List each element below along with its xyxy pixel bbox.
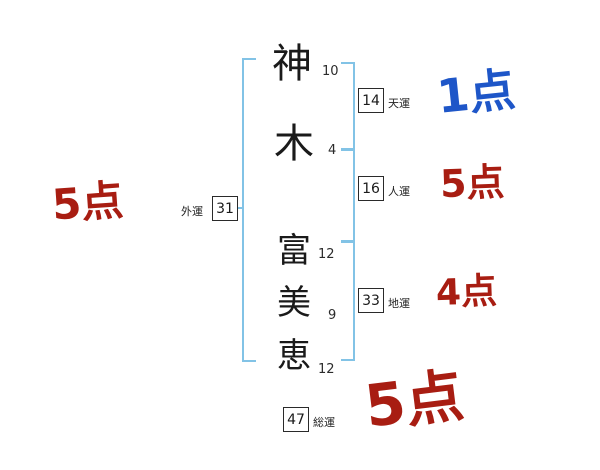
total-luck-value: 47 <box>283 407 309 432</box>
heaven-luck-score: 1点 <box>434 62 518 124</box>
stroke-count-1: 10 <box>322 64 339 79</box>
person-luck-score: 5点 <box>439 159 506 207</box>
heaven-luck-bracket <box>341 62 355 150</box>
total-luck-score: 5点 <box>361 361 468 441</box>
earth-luck-bracket <box>341 241 355 361</box>
outer-luck-bracket <box>242 58 256 362</box>
name-char-4: 美 <box>277 283 311 323</box>
earth-luck-score: 4点 <box>435 270 498 315</box>
total-luck-label: 総運 <box>313 416 335 429</box>
person-luck-bracket <box>341 149 355 242</box>
outer-luck-tick <box>236 207 242 209</box>
heaven-luck-value: 14 <box>358 88 384 113</box>
stroke-count-4: 9 <box>328 308 337 323</box>
outer-luck-label: 外運 <box>181 205 203 218</box>
person-luck-value: 16 <box>358 176 384 201</box>
stroke-count-3: 12 <box>318 247 335 262</box>
name-char-1: 神 <box>272 41 312 87</box>
outer-luck-value: 31 <box>212 196 238 221</box>
stroke-count-2: 4 <box>328 143 337 158</box>
person-luck-label: 人運 <box>388 185 410 198</box>
stroke-count-5: 12 <box>318 362 335 377</box>
earth-luck-label: 地運 <box>388 297 410 310</box>
name-char-2: 木 <box>274 121 314 167</box>
outer-luck-score: 5点 <box>50 175 125 230</box>
heaven-luck-label: 天運 <box>388 97 410 110</box>
name-char-5: 恵 <box>277 336 311 376</box>
name-char-3: 富 <box>277 231 311 271</box>
earth-luck-value: 33 <box>358 288 384 313</box>
